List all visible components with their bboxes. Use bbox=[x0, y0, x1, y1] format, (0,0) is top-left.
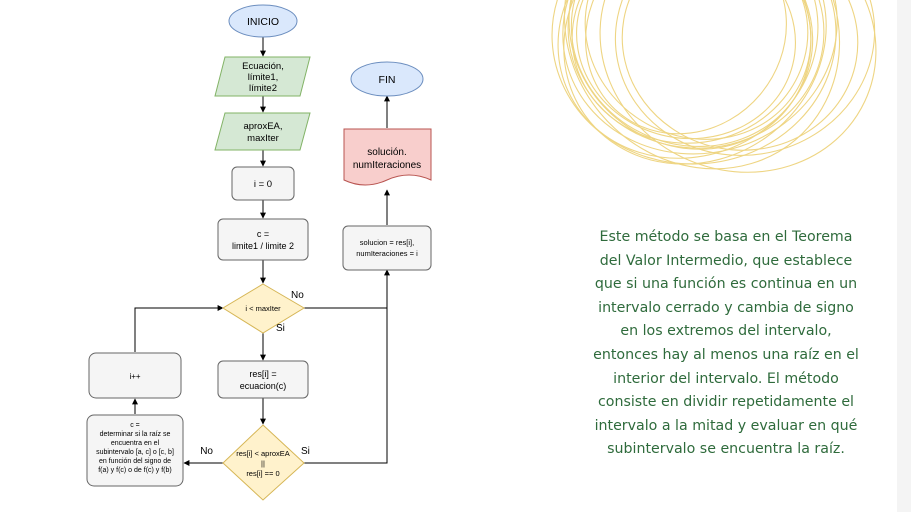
input1-line-1: Ecuación, bbox=[242, 61, 284, 72]
output-line-2: numIteraciones bbox=[353, 160, 421, 171]
end-terminal: FIN bbox=[350, 61, 424, 97]
cond2-line-3: res[i] == 0 bbox=[246, 469, 279, 478]
description-line-3: que si una función es continua en un bbox=[594, 276, 858, 293]
input2-line-1: aproxEA, bbox=[243, 121, 282, 132]
flow-connectors bbox=[132, 37, 390, 466]
description-line-4: intervalo cerrado y cambia de signo bbox=[598, 299, 854, 316]
process-increment: i++ bbox=[88, 352, 182, 399]
description-line-1: Este método se basa en el Teorema bbox=[599, 229, 853, 245]
cond2-yes-label: Si bbox=[301, 446, 310, 457]
description-line-8: consiste en dividir repetidamente el bbox=[597, 394, 854, 411]
output-line-1: solución. bbox=[367, 147, 406, 158]
new-c-line-5: en función del signo de bbox=[99, 458, 171, 465]
process-new-c: c = determinar si la raíz se encuentra e… bbox=[86, 414, 184, 487]
description-line-10: subintervalo se encuentra la raíz. bbox=[607, 441, 845, 458]
increment-label: i++ bbox=[129, 372, 140, 381]
input1-line-2: límite1, bbox=[248, 72, 279, 83]
description-line-7: interior del intervalo. El método bbox=[613, 370, 839, 387]
process-init-i: i = 0 bbox=[231, 166, 295, 201]
description-line-9: intervalo a la mitad y evaluar en qué bbox=[594, 417, 858, 434]
input-ecuacion-limites: Ecuación, límite1, límite2 bbox=[214, 56, 311, 97]
process-evaluate: res[i] = ecuacion(c) bbox=[217, 360, 309, 399]
description-line-2: del Valor Intermedio, que establece bbox=[599, 252, 853, 269]
process-init-c: c = limite1 / limite 2 bbox=[217, 218, 309, 261]
init-i-label: i = 0 bbox=[254, 179, 272, 190]
description-line-6: entonces hay al menos una raíz en el bbox=[593, 346, 859, 363]
right-edge-strip bbox=[897, 0, 911, 512]
new-c-line-4: subintervalo [a, c] o [c, b] bbox=[96, 449, 174, 456]
cond1-yes-label: Si bbox=[276, 323, 285, 334]
start-terminal: INICIO bbox=[228, 4, 298, 38]
cond1-no-label: No bbox=[291, 290, 304, 301]
input2-line-2: maxIter bbox=[247, 133, 279, 144]
cond2-no-label: No bbox=[200, 446, 213, 457]
init-c-line-2: limite1 / limite 2 bbox=[232, 241, 294, 251]
cond2-line-2: || bbox=[261, 459, 265, 468]
init-c-line-1: c = bbox=[257, 229, 269, 239]
method-description: Este método se basa en el Teorema del Va… bbox=[578, 226, 874, 462]
flowchart: INICIO Ecuación, límite1, límite2 aproxE… bbox=[86, 4, 432, 501]
assign-line-2: numIteraciones = i bbox=[356, 249, 418, 258]
assign-line-1: solucion = res[i], bbox=[360, 238, 414, 247]
cond1-label: i < maxIter bbox=[245, 304, 281, 313]
new-c-line-3: encuentra en el bbox=[111, 440, 160, 447]
new-c-line-2: determinar si la raíz se bbox=[100, 431, 171, 438]
start-label: INICIO bbox=[247, 16, 279, 28]
input1-line-3: límite2 bbox=[249, 83, 277, 94]
input-aproxea-maxiter: aproxEA, maxIter bbox=[214, 112, 311, 151]
decorative-scribble-circles bbox=[551, 0, 877, 173]
end-label: FIN bbox=[379, 74, 396, 86]
process-assign-solution: solucion = res[i], numIteraciones = i bbox=[342, 225, 432, 271]
eval-line-2: ecuacion(c) bbox=[240, 381, 287, 391]
description-line-5: en los extremos del intervalo, bbox=[620, 323, 832, 340]
decision-iteration-limit: i < maxIter bbox=[222, 283, 305, 334]
new-c-line-6: f(a) y f(c) o de f(c) y f(b) bbox=[98, 467, 172, 474]
eval-line-1: res[i] = bbox=[249, 369, 276, 379]
cond2-line-1: res[i] < aproxEA bbox=[236, 449, 290, 458]
output-document: solución. numIteraciones bbox=[343, 128, 432, 186]
new-c-line-1: c = bbox=[130, 422, 140, 429]
decision-tolerance: res[i] < aproxEA || res[i] == 0 bbox=[222, 424, 305, 501]
